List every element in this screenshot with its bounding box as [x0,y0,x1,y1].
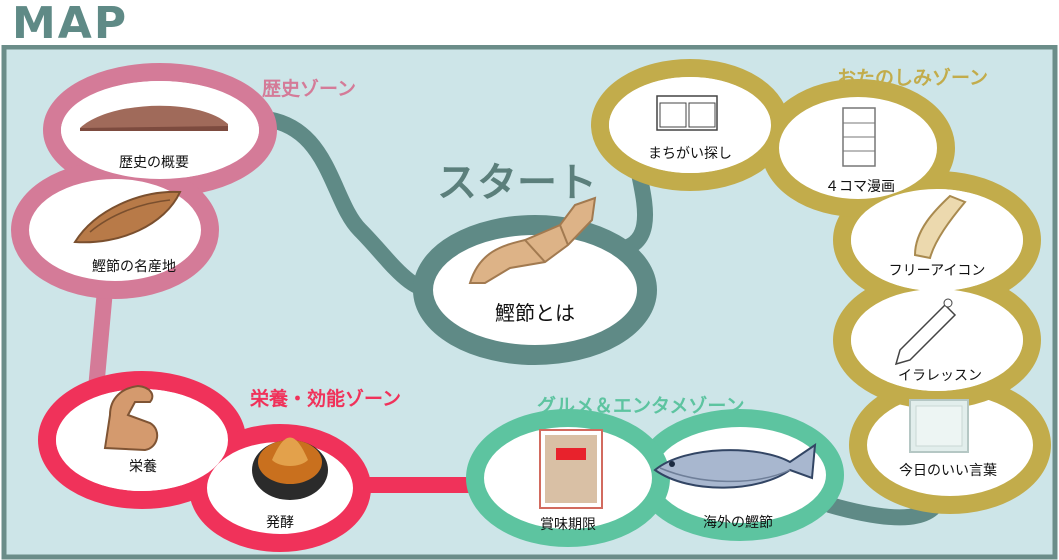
comic-strip-icon [842,107,876,167]
node-label-illustration-lesson: イラレッスン [898,368,982,384]
node-label-fermentation: 発酵 [266,515,294,531]
map-node-producing-areas[interactable] [20,170,210,290]
node-label-expiry: 賞味期限 [540,517,596,533]
node-label-comic: ４コマ漫画 [825,179,895,195]
node-label-nutrition: 栄養 [129,459,157,475]
map-node-daily-word[interactable] [858,385,1042,505]
zone-nutrition [38,371,371,552]
zone-label-gourmet: グルメ＆エンタメゾーン [537,395,745,417]
zone-label-fun: おたのしみゾーン [837,67,989,89]
pencil-icon [894,298,957,366]
start-label: スタート [437,160,597,206]
map-node-fermentation[interactable] [198,433,362,543]
katsuobushi-stick-icon [913,194,967,260]
expiry-package-icon [539,429,603,509]
map-node-expiry[interactable] [475,418,661,538]
zone-gourmet [466,409,844,547]
muscle-arm-icon [103,384,159,452]
bonito-fish-icon [653,442,817,489]
node-label-free-icon: フリーアイコン [888,263,986,279]
node-label-daily-word: 今日のいい言葉 [899,463,997,479]
node-label-history-overview: 歴史の概要 [119,155,189,171]
page-title: MAP [12,0,129,49]
katsuobushi-slice-icon [80,105,228,131]
katsuobushi-block-icon [73,190,182,244]
fermented-bowl-icon [252,437,328,500]
zone-history [11,63,277,299]
glass-tile-icon [909,399,969,453]
zone-label-history: 歴史ゾーン [262,78,357,100]
map-board [1,45,1058,560]
path-history-to-start [247,110,448,299]
zone-label-nutrition: 栄養・効能ゾーン [250,388,402,410]
spot-the-difference-icon [656,95,718,131]
node-label-overseas: 海外の鰹節 [703,515,773,531]
zone-fun [591,59,1051,514]
zone-start [413,196,657,365]
map-node-history-overview[interactable] [52,72,268,188]
start-katsuobushi-icon [468,196,597,284]
map-node-illustration-lesson[interactable] [842,280,1032,400]
node-label-start: 鰹節とは [495,301,575,325]
node-label-producing-areas: 鰹節の名産地 [92,259,176,275]
node-label-spot-difference: まちがい探し [648,146,732,162]
map-node-overseas[interactable] [645,418,835,532]
map-node-start[interactable] [423,225,647,355]
map-node-spot-difference[interactable] [600,68,780,182]
